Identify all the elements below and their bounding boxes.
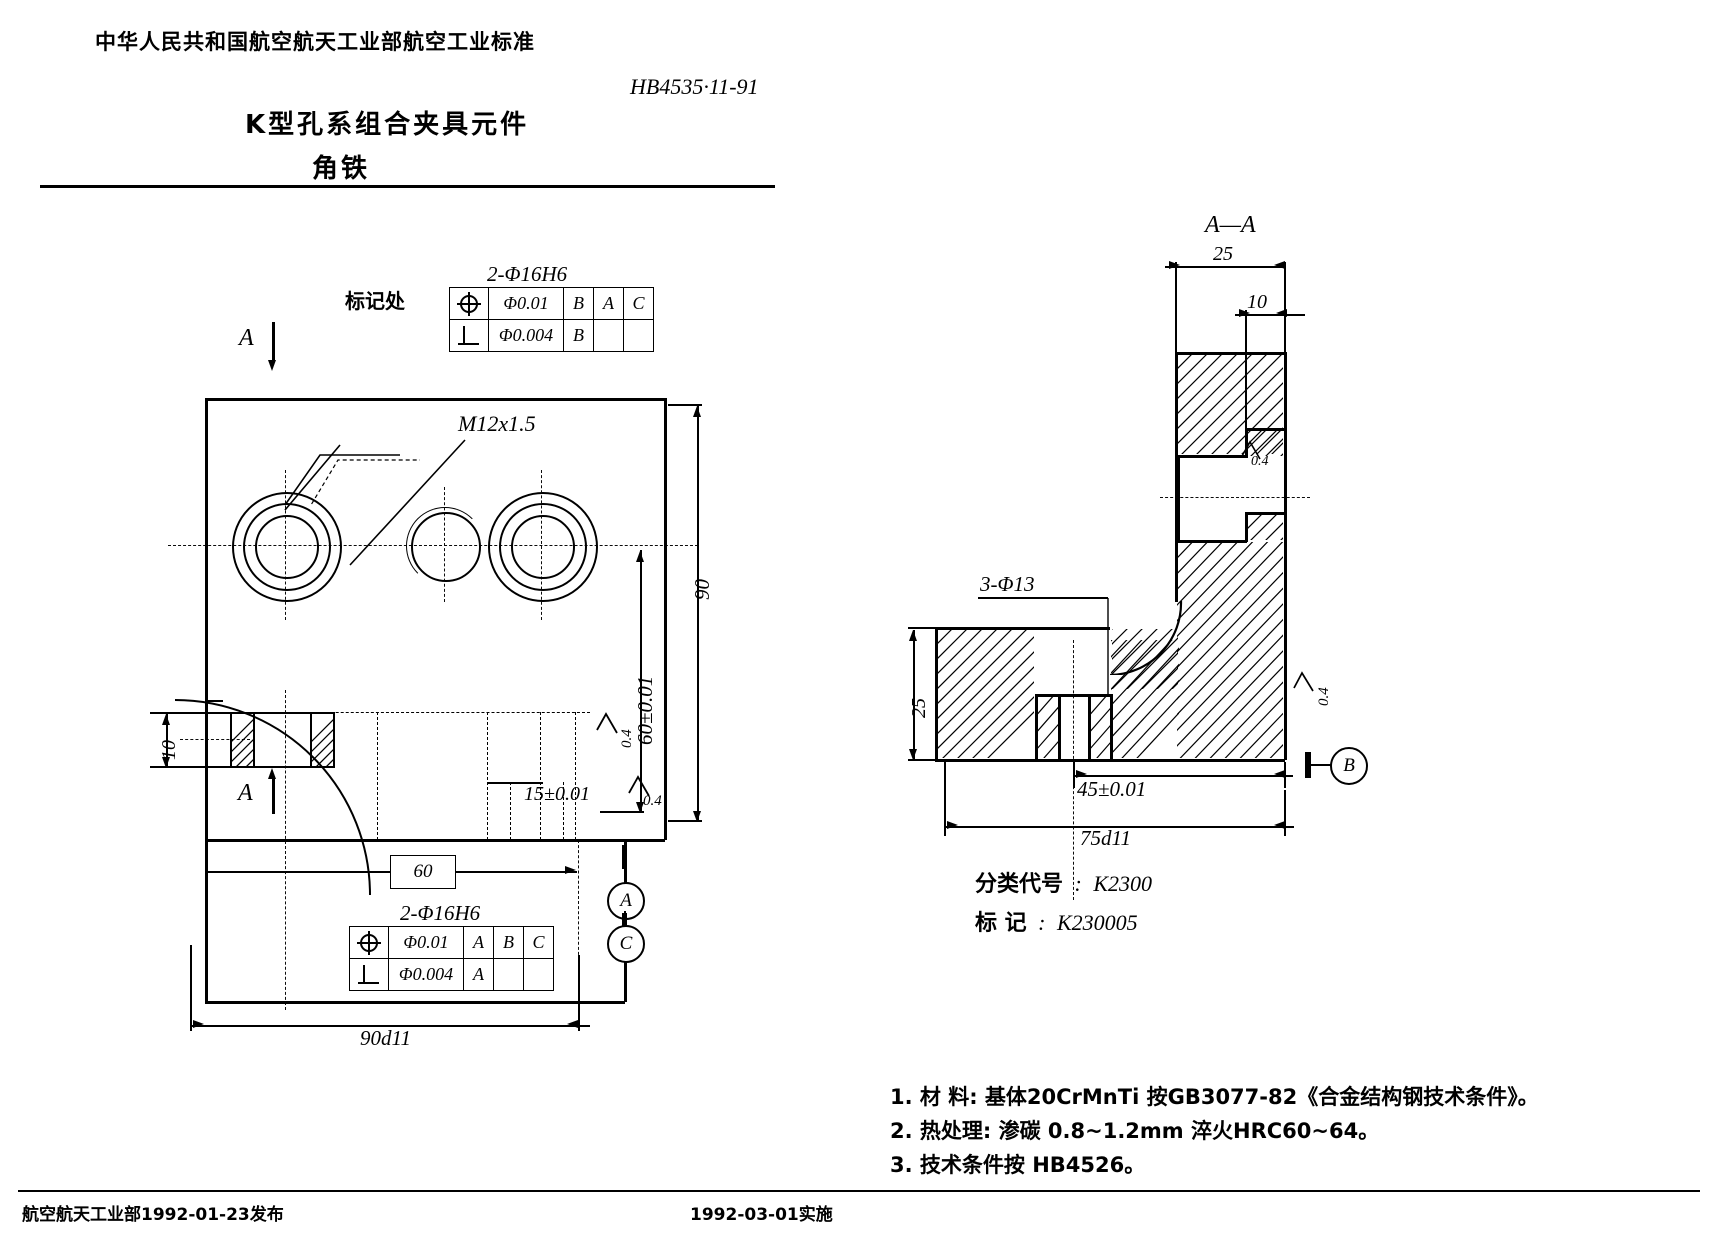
dim-height-overall: 90 — [690, 579, 714, 600]
bottom-fcf-datum-2: B — [494, 927, 524, 958]
top-fcf-perp-datum-1: B — [564, 320, 594, 351]
bottom-feature-control-frame: Φ0.01 A B C Φ0.004 A — [349, 926, 554, 991]
datum-feature-b: B — [1330, 747, 1368, 785]
bottom-fcf-datum-3: C — [532, 932, 545, 952]
bottom-fcf-row-perpendicularity: Φ0.004 A — [350, 959, 553, 990]
section-mark-top: A — [239, 325, 254, 351]
bottom-fcf-datum-1: A — [464, 927, 494, 958]
technical-note-2: 2. 热处理: 渗碳 0.8~1.2mm 淬火HRC60~64。 — [890, 1119, 1380, 1143]
thread-callout: M12x1.5 — [458, 411, 536, 436]
standard-number: HB4535·11-91 — [630, 74, 759, 99]
top-fcf-row-perpendicularity: Φ0.004 B — [450, 320, 653, 351]
dim-bottom-edge: 15±0.01 — [524, 783, 590, 805]
bottom-fcf-caption: 2-Φ16H6 — [400, 901, 481, 925]
top-fcf-datum-2: A — [594, 288, 624, 319]
footer-issue-date: 航空航天工业部1992-01-23发布 — [22, 1205, 284, 1225]
top-fcf-caption: 2-Φ16H6 — [487, 262, 568, 286]
bottom-fcf-tolerance: Φ0.01 — [389, 927, 464, 958]
datum-feature-c: C — [607, 925, 645, 963]
top-fcf-datum-3: C — [632, 293, 645, 313]
roughness-symbol-front-1: 0.4 — [593, 700, 639, 760]
roughness-symbol-section-1: 0.4 — [1238, 430, 1284, 486]
drawing-title-line1: K型孔系组合夹具元件 — [245, 110, 530, 140]
technical-notes: 1. 材 料: 基体20CrMnTi 按GB3077-82《合金结构钢技术条件》… — [890, 1080, 1539, 1182]
position-symbol-icon — [350, 927, 389, 958]
hole-callout-3-phi13: 3-Φ13 — [980, 572, 1035, 596]
dim-hole-span: 60 — [390, 855, 456, 889]
header-divider — [40, 185, 775, 188]
top-fcf-row-position: Φ0.01 B A C — [450, 288, 653, 320]
technical-note-1: 1. 材 料: 基体20CrMnTi 按GB3077-82《合金结构钢技术条件》… — [890, 1085, 1539, 1109]
dim-top-step: 10 — [1247, 291, 1267, 313]
classification-block: 分类代号 : K2300 标 记 : K230005 — [975, 871, 1153, 936]
front-view-leader-label: 标记处 — [345, 289, 405, 313]
top-fcf-tolerance: Φ0.01 — [489, 288, 564, 319]
footer-divider — [18, 1190, 1700, 1192]
top-fcf-perp-tolerance: Φ0.004 — [489, 320, 564, 351]
top-fcf-datum-1: B — [564, 288, 594, 319]
dim-base-height: 25 — [908, 698, 930, 718]
dim-width-overall: 90d11 — [360, 1026, 411, 1050]
dim-base-width: 75d11 — [1080, 826, 1131, 850]
top-feature-control-frame: Φ0.01 B A C Φ0.004 B — [449, 287, 654, 352]
classification-mark-label: 标 记 — [975, 911, 1027, 936]
roughness-symbol-front-2: 0.4 — [625, 771, 679, 819]
position-symbol-icon — [450, 288, 489, 319]
classification-code-value: K2300 — [1093, 871, 1153, 896]
section-mark-bottom: A — [238, 780, 253, 806]
perpendicularity-symbol-icon — [350, 959, 389, 990]
front-view: A A 标记处 M12x1.5 2-Φ16H6 — [0, 0, 780, 1050]
drawing-title-line2: 角铁 — [312, 154, 371, 184]
footer-effective-date: 1992-03-01实施 — [690, 1205, 833, 1225]
bottom-fcf-perp-datum-1: A — [464, 959, 494, 990]
section-view-aa: A—A — [880, 0, 1718, 1000]
dim-plate-thickness: 10 — [158, 740, 180, 760]
datum-feature-a: A — [607, 882, 645, 920]
technical-note-3: 3. 技术条件按 HB4526。 — [890, 1153, 1146, 1177]
section-view-label: A—A — [1205, 212, 1256, 238]
dim-hole-span: 45±0.01 — [1077, 777, 1147, 801]
dim-top-width: 25 — [1213, 243, 1233, 265]
classification-mark-value: K230005 — [1057, 910, 1138, 935]
perpendicularity-symbol-icon — [450, 320, 489, 351]
bottom-fcf-row-position: Φ0.01 A B C — [350, 927, 553, 959]
issuing-body-line: 中华人民共和国航空航天工业部航空工业标准 — [95, 30, 535, 54]
roughness-symbol-section-2: 0.4 — [1288, 660, 1336, 730]
bottom-fcf-perp-tolerance: Φ0.004 — [389, 959, 464, 990]
classification-code-label: 分类代号 — [975, 872, 1064, 897]
